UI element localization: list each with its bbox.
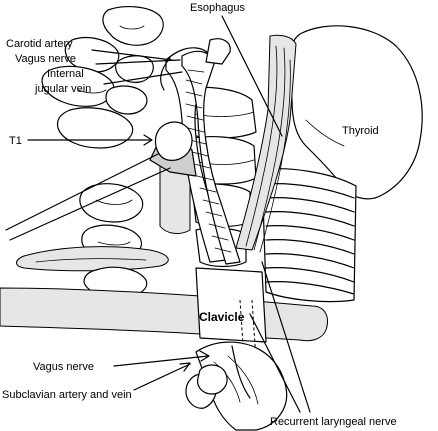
vertebral-column — [16, 6, 169, 299]
neck-vessels — [160, 38, 241, 265]
label-thyroid: Thyroid — [342, 125, 379, 137]
label-vagus-nerve-top: Vagus nerve — [15, 53, 76, 65]
leader-lines — [27, 15, 311, 413]
label-vagus-nerve-bottom: Vagus nerve — [33, 361, 94, 373]
label-esophagus: Esophagus — [190, 2, 246, 14]
leader-carotid — [91, 49, 173, 61]
leader-vagus-bottom — [113, 355, 209, 367]
leader-esophagus — [221, 15, 283, 137]
leader-recurrent-1 — [249, 313, 301, 413]
t1-retractor — [5, 121, 197, 241]
clavicle-bone — [0, 267, 328, 361]
label-carotid-artery: Carotid artery — [6, 38, 73, 50]
thyroid-and-trachea — [261, 25, 423, 303]
leader-subclavian — [133, 363, 191, 391]
label-internal-jugular-line1: Internal — [47, 68, 84, 80]
label-subclavian: Subclavian artery and vein — [2, 389, 132, 401]
subclavian-vessels — [185, 341, 288, 431]
label-recurrent-laryngeal: Recurrent laryngeal nerve — [270, 416, 397, 428]
label-clavicle: Clavicle — [199, 310, 245, 324]
leader-vagus-top — [95, 59, 181, 65]
label-t1: T1 — [9, 135, 22, 147]
leader-jugular — [103, 71, 183, 85]
leader-recurrent-2 — [261, 261, 311, 413]
label-internal-jugular-line2: jugular vein — [34, 83, 91, 95]
